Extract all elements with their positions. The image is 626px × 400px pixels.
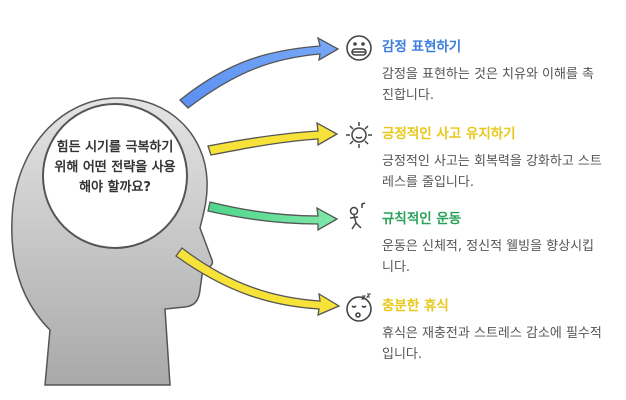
arrow-2: [207, 121, 339, 156]
strategy-rest: 충분한 휴식 휴식은 재충전과 스트레스 감소에 필수적입니다.: [382, 295, 604, 365]
running-person-icon: [349, 202, 366, 230]
item-title: 긍정적인 사고 유지하기: [382, 126, 516, 142]
arrow-1: [179, 36, 340, 109]
sun-icon: [346, 122, 372, 148]
item-desc: 휴식은 재충전과 스트레스 감소에 필수적입니다.: [382, 326, 602, 362]
item-desc: 운동은 신체적, 정신적 웰빙을 향상시킵니다.: [382, 239, 595, 275]
item-title: 충분한 휴식: [382, 298, 449, 314]
item-desc: 감정을 표현하는 것은 치유와 이해를 촉진합니다.: [382, 67, 595, 103]
sleeping-face-icon: [346, 293, 372, 322]
arrow-4: [175, 247, 341, 317]
grimace-face-icon: [346, 35, 372, 61]
item-desc: 긍정적인 사고는 회복력을 강화하고 스트레스를 줄입니다.: [382, 154, 602, 190]
strategy-exercise: 규칙적인 운동 운동은 신체적, 정신적 웰빙을 향상시킵니다.: [382, 208, 604, 278]
item-title: 규칙적인 운동: [382, 211, 462, 227]
strategy-positive-thinking: 긍정적인 사고 유지하기 긍정적인 사고는 회복력을 강화하고 스트레스를 줄입…: [382, 123, 604, 193]
central-question: 힘든 시기를 극복하기 위해 어떤 전략을 사용해야 할까요?: [54, 140, 176, 195]
arrow-3: [207, 201, 339, 232]
item-title: 감정 표현하기: [382, 39, 462, 55]
thought-circle: [42, 103, 188, 249]
strategy-express-emotions: 감정 표현하기 감정을 표현하는 것은 치유와 이해를 촉진합니다.: [382, 36, 602, 106]
